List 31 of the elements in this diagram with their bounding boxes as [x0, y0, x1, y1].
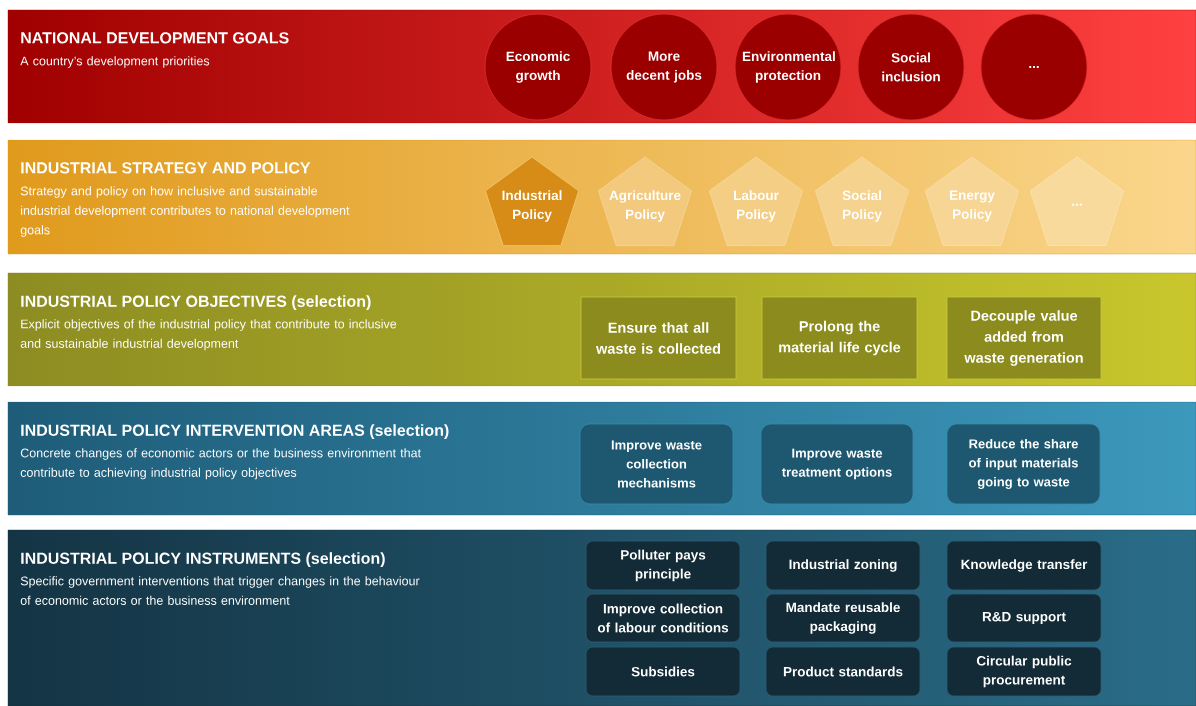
intervention-box: Reduce the share of input materials going to waste	[946, 423, 1101, 505]
intervention-box: Improve waste collection mechanisms	[579, 423, 734, 505]
objective-box: Ensure that all waste is collected	[580, 296, 737, 380]
band-heading: INDUSTRIAL POLICY INTERVENTION AREAS (selection)	[21, 424, 449, 440]
policy-pentagon: ...	[1030, 156, 1124, 247]
instrument-box: Knowledge transfer	[946, 540, 1102, 591]
intervention-box: Improve waste treatment options	[760, 423, 914, 505]
instrument-box: Subsidies	[585, 646, 741, 697]
band-heading: INDUSTRIAL POLICY OBJECTIVES (selection)	[21, 295, 371, 311]
instrument-box: Industrial zoning	[765, 540, 921, 591]
band-description: Specific government interventions that trigger changes in the behaviour of economic actors or the business environment	[20, 576, 420, 605]
band-description: Concrete changes of economic actors or the business environment that contribute to achieving industrial policy objectives	[20, 448, 421, 480]
band-heading: NATIONAL DEVELOPMENT GOALS	[21, 32, 289, 44]
instrument-box: Polluter pays principle	[585, 540, 741, 591]
policy-pentagon: Industrial Policy	[485, 156, 579, 247]
band-description: A country’s development priorities	[20, 56, 210, 68]
instrument-box: R&D support	[946, 593, 1102, 643]
instrument-box: Mandate reusable packaging	[765, 593, 921, 643]
band-description: Strategy and policy on how inclusive and sustainable industrial development contributes to national development goals	[20, 186, 350, 237]
objective-box: Prolong the material life cycle	[761, 296, 918, 380]
policy-pentagon: Labour Policy	[709, 156, 803, 247]
instrument-box: Improve collection of labour conditions	[585, 593, 741, 643]
policy-pentagon: Social Policy	[815, 156, 909, 247]
policy-pentagon: Energy Policy	[925, 156, 1019, 247]
objective-box: Decouple value added from waste generation	[946, 296, 1102, 380]
policy-pentagon: Agriculture Policy	[598, 156, 692, 247]
instrument-box: Product standards	[765, 646, 921, 697]
band-heading: INDUSTRIAL POLICY INSTRUMENTS (selection)	[21, 552, 385, 568]
band-description: Explicit objectives of the industrial policy that contribute to inclusive and sustainable industrial development	[20, 319, 397, 351]
band-heading: INDUSTRIAL STRATEGY AND POLICY	[21, 162, 311, 174]
instrument-box: Circular public procurement	[946, 646, 1102, 697]
